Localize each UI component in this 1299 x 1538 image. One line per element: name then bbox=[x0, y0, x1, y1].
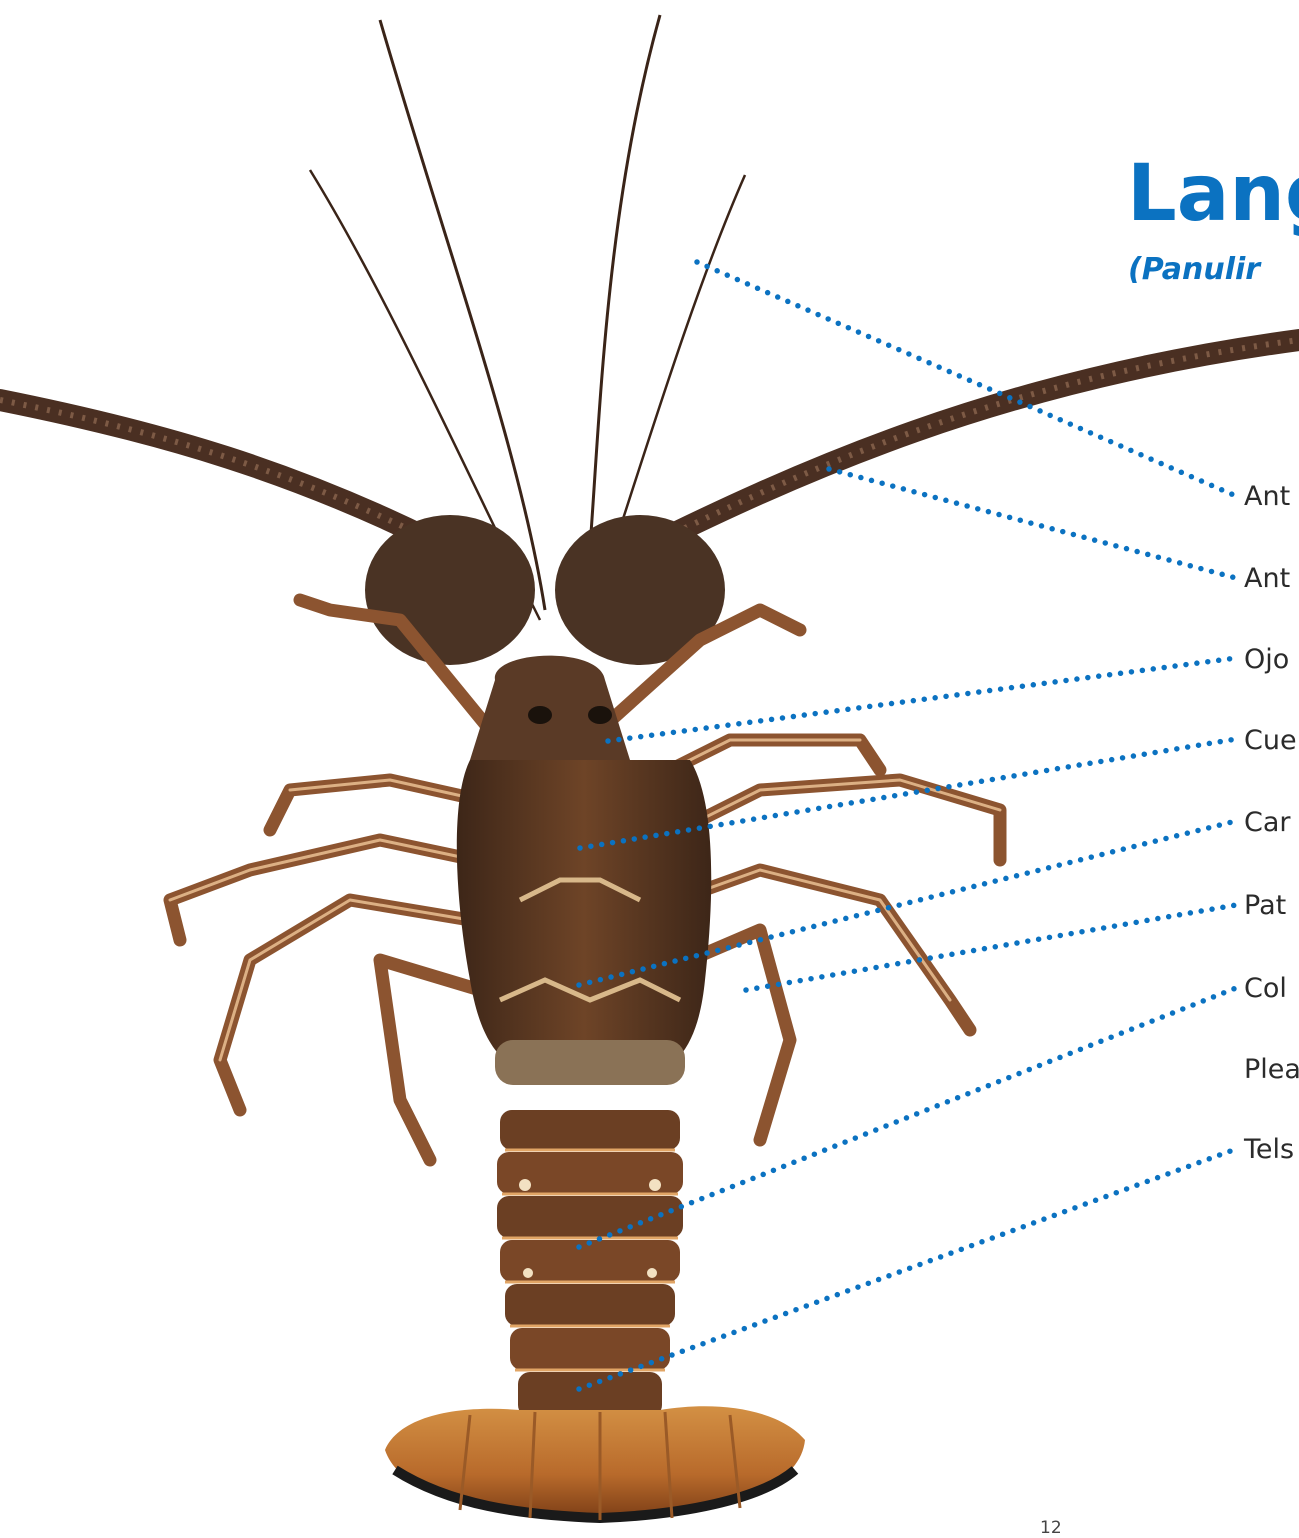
leader-line-antena-2 bbox=[829, 469, 1236, 578]
label-patas: Pat bbox=[1244, 892, 1286, 919]
leader-line-antena-1 bbox=[697, 262, 1236, 496]
label-caparazon: Car bbox=[1244, 809, 1291, 836]
leg-left-4 bbox=[220, 900, 470, 1110]
carapace bbox=[457, 760, 711, 1080]
tail-fan bbox=[385, 1406, 805, 1520]
label-pleopodos: Plea bbox=[1244, 1056, 1299, 1083]
label-cuerno: Cue bbox=[1244, 727, 1297, 754]
antenna-base-left bbox=[365, 515, 535, 665]
carapace-rim bbox=[495, 1040, 685, 1085]
label-telson: Tels bbox=[1244, 1136, 1294, 1163]
eye-right bbox=[588, 706, 612, 724]
leg-left-3 bbox=[170, 840, 475, 940]
leader-line-patas bbox=[746, 905, 1236, 990]
page-number: 12 bbox=[1040, 1518, 1062, 1538]
label-cola: Col bbox=[1244, 975, 1287, 1002]
antenna-right bbox=[620, 340, 1299, 560]
lobster-illustration bbox=[0, 15, 1299, 1520]
scientific-name: (Panulir bbox=[1128, 255, 1260, 285]
label-antena-1: Ant bbox=[1244, 483, 1290, 510]
page-title: Lang bbox=[1127, 155, 1299, 233]
antenna-right-spines bbox=[620, 340, 1299, 560]
label-antena-2: Ant bbox=[1244, 565, 1290, 592]
leader-line-ojo bbox=[608, 658, 1236, 741]
label-ojo: Ojo bbox=[1244, 646, 1289, 673]
eye-left bbox=[528, 706, 552, 724]
leg-left-5 bbox=[380, 960, 480, 1160]
